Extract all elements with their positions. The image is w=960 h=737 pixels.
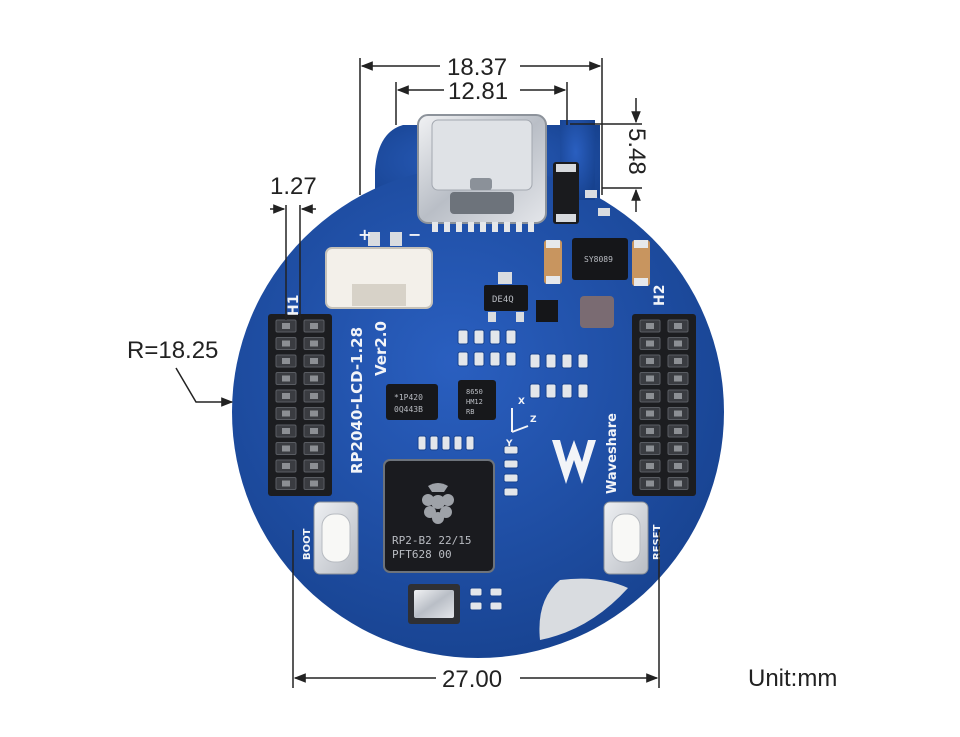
header-pin-tip xyxy=(674,358,682,364)
header-left-label: H1 xyxy=(286,295,302,316)
regulator-chip: SY8089 xyxy=(572,238,628,280)
header-pin-tip xyxy=(282,463,290,469)
plus-label: + xyxy=(358,225,371,244)
flash-chip-line-2: 0Q443B xyxy=(394,405,423,414)
header-pin-tip xyxy=(282,410,290,417)
header-pin-tip xyxy=(310,340,318,347)
rp2040-chip-line-2: PFT628 00 xyxy=(392,548,452,561)
flash-chip: *1P420 0Q443B xyxy=(386,384,438,420)
header-h2 xyxy=(632,314,696,496)
header-pin-tip xyxy=(310,445,318,452)
regulator-chip-mark: SY8089 xyxy=(584,255,613,264)
header-pin-tip xyxy=(646,393,654,399)
imu-chip-line-1: 8650 xyxy=(466,388,483,396)
header-pin-tip xyxy=(310,428,318,434)
imu-axis-marker xyxy=(511,408,529,433)
header-pin-tip xyxy=(646,480,654,487)
header-pin-tip xyxy=(310,323,318,329)
header-pin-tip xyxy=(646,410,654,417)
imu-chip: 8650 HM12 RB xyxy=(458,380,496,420)
battery-pad xyxy=(539,578,628,640)
dim-width-usb: 12.81 xyxy=(448,78,508,105)
header-pin-tip xyxy=(310,480,318,487)
dim-usb-overhang: 5.48 xyxy=(623,128,650,175)
axis-x-label: X xyxy=(518,397,525,407)
header-pin-tip xyxy=(282,480,290,487)
version-label: Ver2.0 xyxy=(372,321,390,376)
board-name-label: RP2040-LCD-1.28 xyxy=(348,327,366,474)
usb-c-connector xyxy=(417,114,547,232)
dim-radius-leader xyxy=(175,367,234,407)
dim-radius: R=18.25 xyxy=(127,337,218,364)
reset-button[interactable] xyxy=(603,501,649,575)
header-pin-tip xyxy=(310,358,318,364)
header-pin-tip xyxy=(310,410,318,417)
header-pin-tip xyxy=(282,375,290,382)
brand-label: Waveshare xyxy=(605,413,620,494)
raspberry-pi-logo-icon xyxy=(422,483,454,524)
header-pin-tip xyxy=(310,393,318,399)
rp2040-chip: RP2-B2 22/15 PFT628 00 xyxy=(383,459,495,573)
flash-chip-line-1: *1P420 xyxy=(394,393,423,402)
header-pin-tip xyxy=(282,340,290,347)
header-pin-tip xyxy=(646,323,654,329)
axis-z-label: Z xyxy=(530,415,537,425)
header-pin-tip xyxy=(674,323,682,329)
crystal xyxy=(408,584,460,624)
header-pin-tip xyxy=(282,428,290,434)
battery-connector xyxy=(325,232,433,309)
header-pin-tip xyxy=(674,463,682,469)
header-pin-tip xyxy=(674,393,682,399)
header-h1 xyxy=(268,314,332,496)
dim-pin-pitch: 1.27 xyxy=(270,173,317,200)
header-pin-tip xyxy=(674,375,682,382)
boot-label: BOOT xyxy=(302,528,313,560)
diode xyxy=(553,162,579,224)
header-pin-tip xyxy=(310,463,318,469)
header-pin-tip xyxy=(674,428,682,434)
passive-components xyxy=(536,190,650,328)
unit-label: Unit:mm xyxy=(748,665,837,692)
axis-y-label: Y xyxy=(505,439,513,449)
header-pin-tip xyxy=(674,340,682,347)
waveshare-logo-icon xyxy=(552,440,596,484)
header-pin-tip xyxy=(282,323,290,329)
header-pin-tip xyxy=(674,480,682,487)
header-pin-tip xyxy=(646,463,654,469)
header-pin-tip xyxy=(310,375,318,382)
imu-chip-line-2: HM12 xyxy=(466,398,483,406)
header-pin-tip xyxy=(646,375,654,382)
imu-chip-line-3: RB xyxy=(466,408,474,416)
reset-label: RESET xyxy=(652,524,663,560)
header-pin-tip xyxy=(282,358,290,364)
header-pin-tip xyxy=(674,410,682,417)
rp2040-chip-line-1: RP2-B2 22/15 xyxy=(392,534,471,547)
header-pin-tip xyxy=(646,358,654,364)
header-pin-tip xyxy=(646,340,654,347)
ldo-chip-mark: DE4Q xyxy=(492,295,514,305)
boot-button[interactable] xyxy=(313,501,359,575)
dim-width-total: 18.37 xyxy=(447,54,507,81)
header-pin-tip xyxy=(282,393,290,399)
ldo-chip: DE4Q xyxy=(484,272,528,322)
header-pin-tip xyxy=(646,428,654,434)
minus-label: − xyxy=(408,225,421,244)
dim-hole-spacing: 27.00 xyxy=(442,666,502,693)
header-right-label: H2 xyxy=(652,285,668,306)
header-pin-tip xyxy=(674,445,682,452)
header-pin-tip xyxy=(646,445,654,452)
smd-pad-rows xyxy=(417,329,589,611)
header-pin-tip xyxy=(282,445,290,452)
